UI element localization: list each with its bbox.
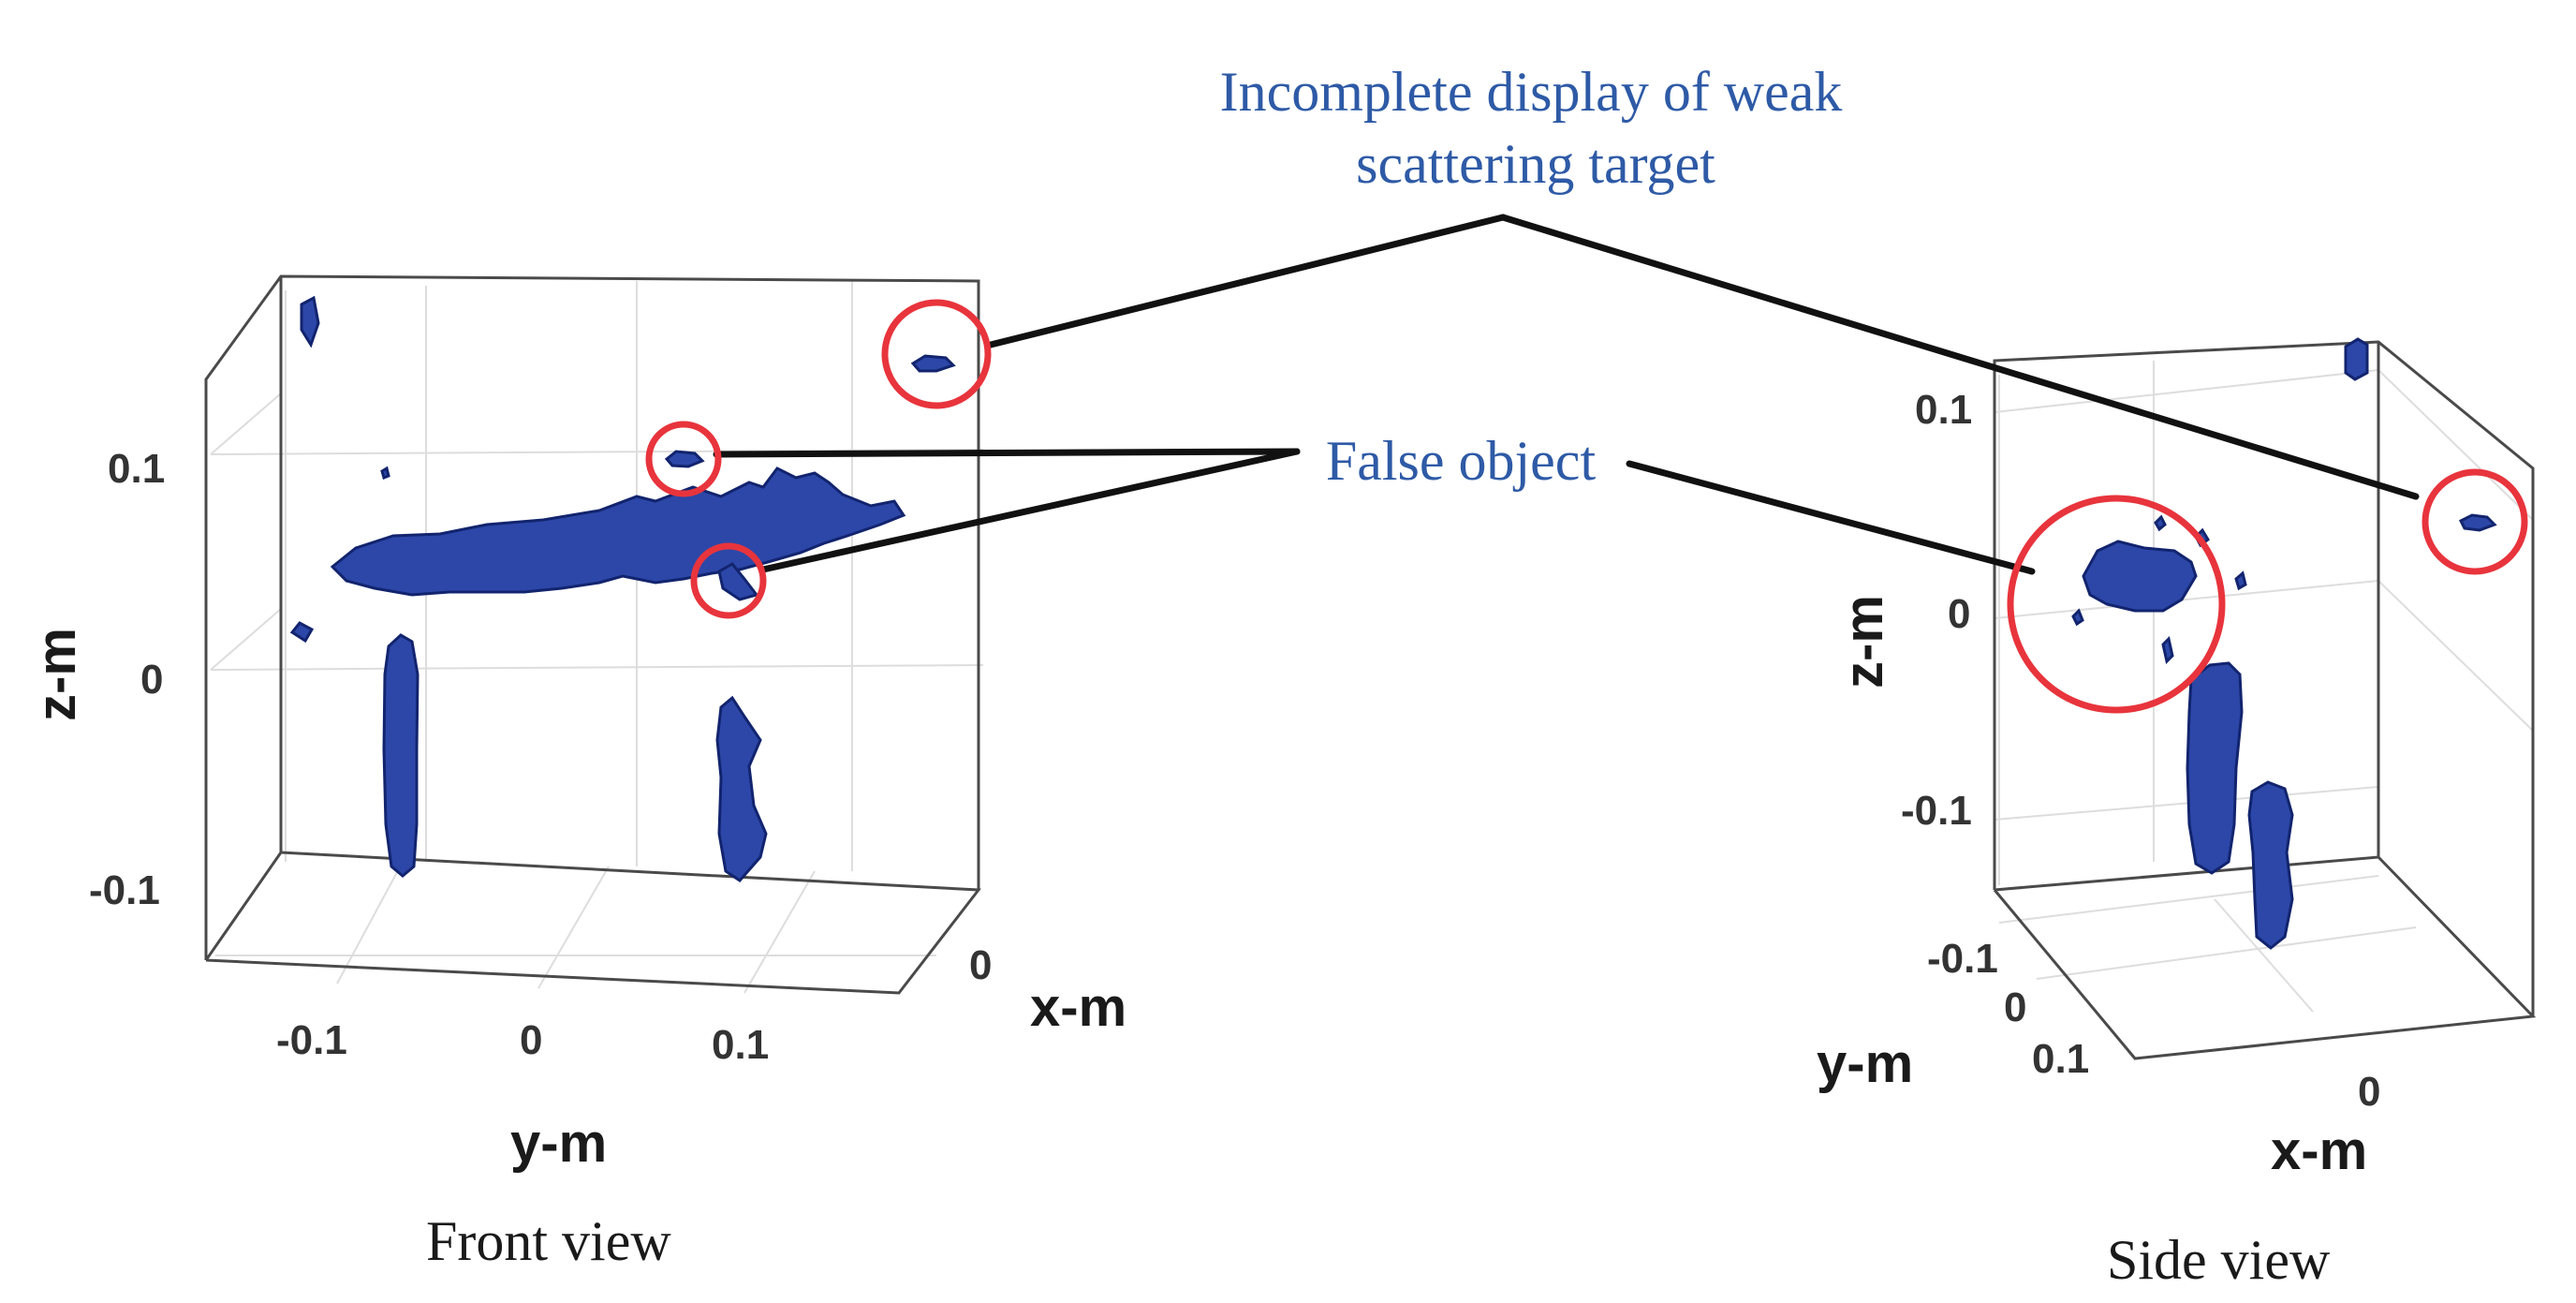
- leader-weak-to-side: [1499, 214, 2420, 500]
- side-view-objects: [2071, 337, 2497, 950]
- ring-front-weak-target: [881, 299, 992, 409]
- side-y-axis-label: y-m: [1817, 1033, 1913, 1094]
- side-y-tick-0: -0.1: [1927, 936, 1998, 982]
- annotation-false-object: False object: [1326, 430, 1597, 492]
- side-object-short-column: [2247, 780, 2294, 950]
- side-x-tick-0: 0: [2358, 1069, 2380, 1115]
- annotation-weak-target-line2: scattering target: [1356, 133, 1715, 195]
- front-z-tick-0: 0.1: [108, 446, 165, 492]
- front-z-tick-2: -0.1: [89, 867, 160, 913]
- front-object-horizontal-bar: [330, 466, 906, 597]
- side-object-false-cluster: [2082, 540, 2198, 613]
- front-object-false-top: [664, 450, 705, 468]
- side-object-false-fragment-2: [2154, 514, 2167, 532]
- front-object-false-bottom: [717, 562, 759, 601]
- side-z-tick-2: -0.1: [1901, 788, 1972, 834]
- ring-front-false-bottom: [690, 542, 767, 619]
- leader-weak-to-front: [987, 214, 1507, 348]
- front-x-axis-label: x-m: [1030, 977, 1126, 1038]
- side-object-false-fragment-5: [2234, 570, 2247, 591]
- front-object-top-left-fragment: [300, 295, 320, 348]
- annotations: Incomplete display of weak scattering ta…: [645, 61, 2528, 714]
- side-object-false-fragment-4: [2161, 636, 2174, 664]
- side-object-top-right-fragment: [2344, 337, 2369, 381]
- side-z-tick-1: 0: [1948, 591, 1970, 637]
- front-object-right-vertical-column: [715, 695, 768, 882]
- side-object-tall-column: [2186, 661, 2244, 875]
- front-object-weak-target: [910, 354, 956, 373]
- ring-side-weak-target: [2421, 468, 2528, 575]
- side-view-plot: 0.1 0 -0.1 -0.1 0 0.1 0 z-m y-m x-m Side…: [1817, 337, 2537, 1291]
- front-view-box: [204, 274, 981, 995]
- front-view-plot: 0.1 0 -0.1 -0.1 0 0.1 0 z-m y-m x-m Fron…: [26, 274, 1126, 1272]
- front-z-tick-1: 0: [140, 657, 163, 703]
- front-y-tick-2: 0.1: [712, 1022, 769, 1068]
- leader-false-to-front-bottom: [759, 448, 1301, 573]
- front-y-tick-0: -0.1: [276, 1017, 347, 1063]
- front-object-left-vertical-column: [382, 633, 420, 878]
- front-view-gridlines: [210, 281, 984, 994]
- leader-false-to-front-top: [713, 448, 1301, 458]
- leader-false-to-side: [1626, 460, 2036, 575]
- annotation-weak-target-line1: Incomplete display of weak: [1220, 61, 1843, 123]
- front-y-tick-1: 0: [520, 1017, 542, 1063]
- front-object-small-left-fragment: [289, 621, 315, 644]
- ring-front-false-top: [645, 421, 722, 497]
- side-y-tick-2: 0.1: [2032, 1036, 2089, 1082]
- side-z-axis-label: z-m: [1833, 595, 1894, 689]
- side-view-box: [1993, 340, 2537, 1060]
- front-z-axis-label: z-m: [26, 628, 87, 721]
- ring-side-false-cluster: [2007, 495, 2226, 714]
- front-view-objects: [289, 295, 956, 882]
- side-x-axis-label: x-m: [2271, 1120, 2367, 1181]
- side-y-tick-1: 0: [2004, 985, 2026, 1030]
- side-object-weak-target: [2458, 513, 2497, 532]
- front-x-tick-0: 0: [969, 942, 992, 988]
- front-object-tiny-dot: [380, 466, 390, 481]
- side-z-tick-0: 0.1: [1915, 387, 1972, 433]
- side-object-false-fragment-3: [2071, 608, 2084, 627]
- front-view-caption: Front view: [426, 1210, 671, 1272]
- side-view-caption: Side view: [2107, 1229, 2331, 1291]
- front-y-axis-label: y-m: [510, 1113, 607, 1174]
